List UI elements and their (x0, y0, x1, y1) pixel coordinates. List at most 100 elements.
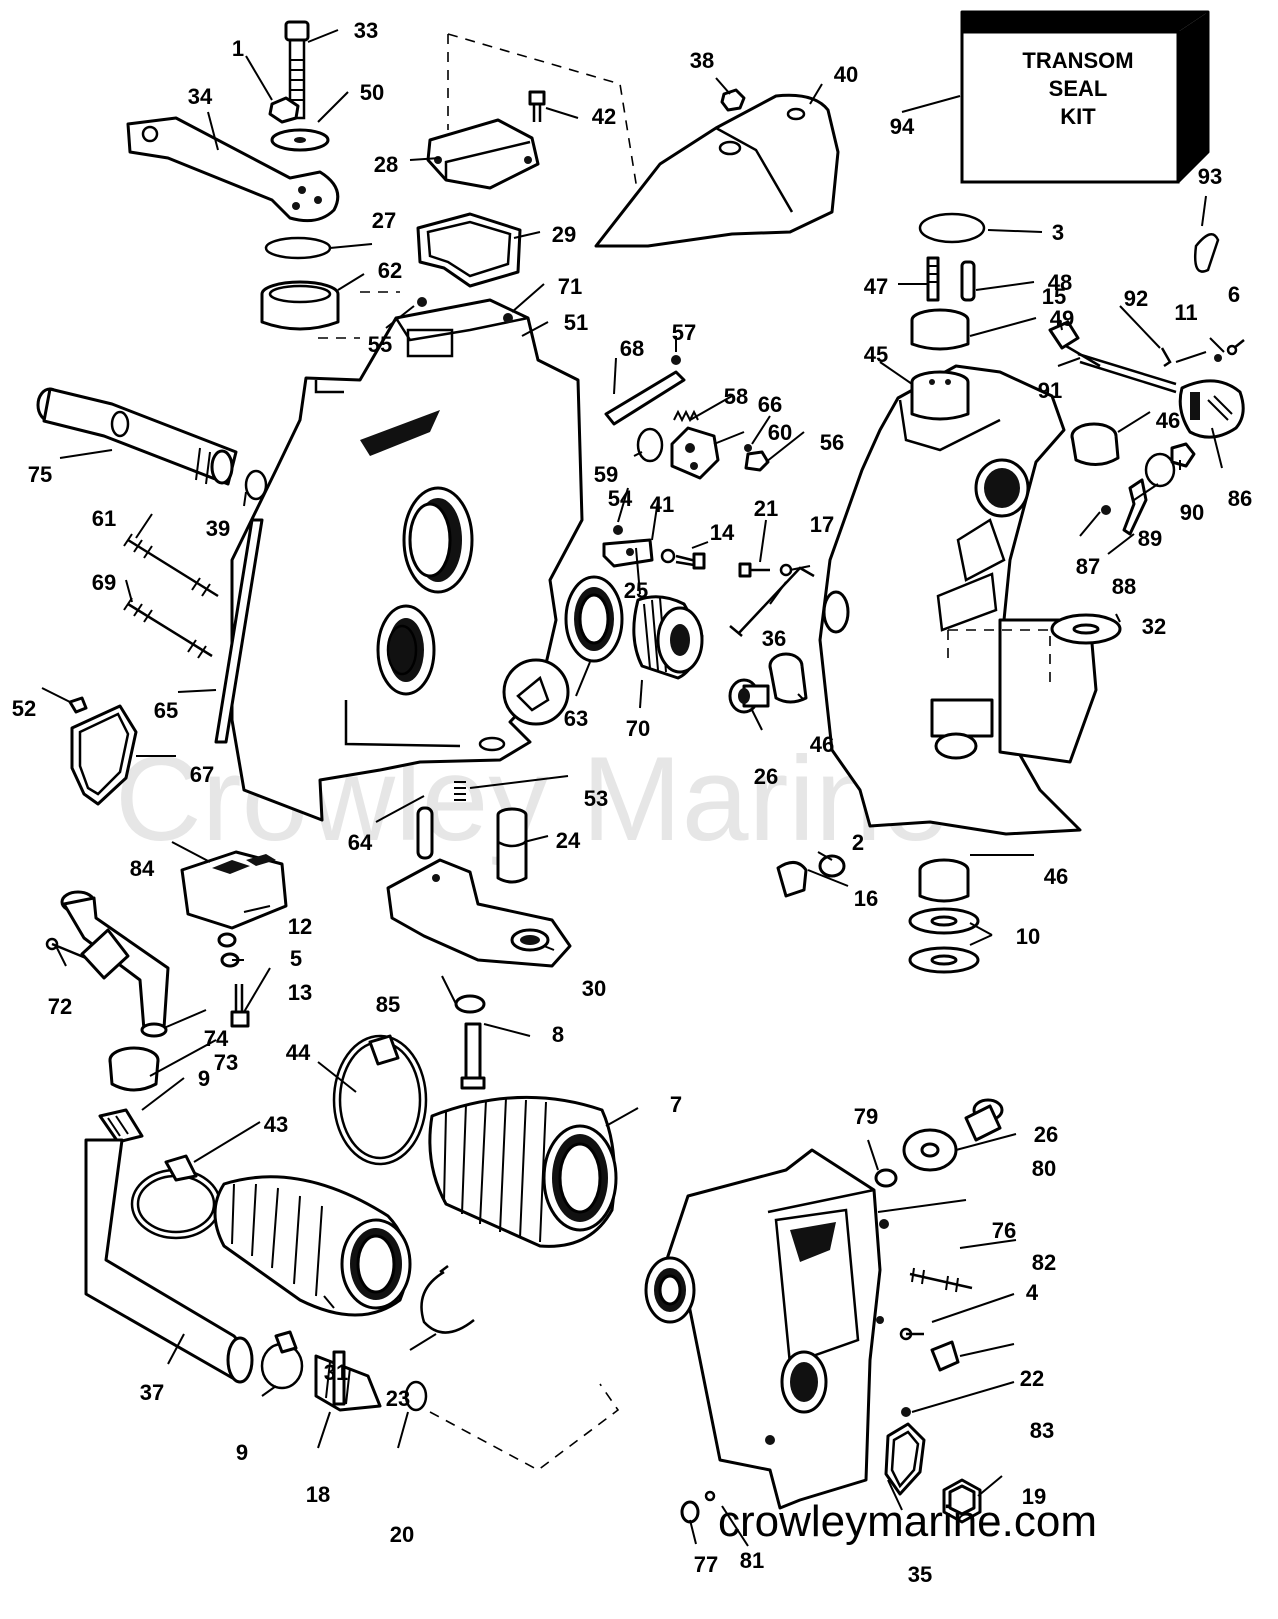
spring-53 (454, 781, 466, 801)
callout-45: 45 (864, 342, 888, 367)
wire-91 (1077, 352, 1177, 394)
shaft-68 (604, 370, 686, 426)
nut-17 (779, 563, 793, 577)
callout-22: 22 (1020, 1366, 1044, 1391)
callout-34: 34 (188, 84, 213, 109)
oring-20 (404, 1380, 428, 1412)
callout-14: 14 (710, 520, 735, 545)
callout-37: 37 (140, 1380, 164, 1405)
callout-56: 56 (820, 430, 844, 455)
callout-19: 19 (1022, 1484, 1046, 1509)
callout-36: 36 (762, 626, 786, 651)
callout-9b: 9 (236, 1440, 248, 1465)
callout-8: 8 (552, 1022, 564, 1047)
callout-1: 1 (232, 36, 244, 61)
stud-47 (926, 256, 940, 302)
elbow-74 (60, 890, 170, 1038)
callout-81: 81 (740, 1548, 764, 1573)
callout-80: 80 (1032, 1156, 1056, 1181)
bellows-7 (428, 1095, 618, 1248)
bolt-8 (460, 1022, 486, 1090)
fitting-26-lower (964, 1098, 1004, 1142)
callout-3: 3 (1052, 220, 1064, 245)
washer-79 (874, 1168, 898, 1188)
callout-75: 75 (28, 462, 52, 487)
screw-52 (68, 696, 88, 714)
fitting-26-top (728, 678, 770, 714)
callout-30: 30 (582, 976, 606, 1001)
callout-20: 20 (390, 1522, 414, 1547)
nut-90 (1170, 442, 1196, 468)
callout-26-upper: 26 (754, 764, 778, 789)
callout-46-right: 46 (1156, 408, 1180, 433)
clip-92 (1160, 347, 1172, 368)
callout-86: 86 (1228, 486, 1252, 511)
bracket-25 (602, 538, 654, 568)
grommet-73 (108, 1046, 160, 1092)
site-url-text: crowleymarine.com (718, 1497, 1097, 1546)
gimbal-housing-left (230, 298, 584, 822)
ball-81 (704, 1490, 716, 1502)
callout-58: 58 (724, 384, 748, 409)
callout-31: 31 (324, 1360, 348, 1385)
screw-42 (528, 90, 546, 122)
transom-seal-kit-box: TRANSOM SEAL KIT (960, 10, 1210, 184)
bracket-30 (386, 858, 572, 968)
callout-88: 88 (1112, 574, 1136, 599)
kit-label-line-1: TRANSOM (1022, 48, 1133, 73)
callout-79: 79 (854, 1104, 878, 1129)
callout-44: 44 (286, 1040, 311, 1065)
callout-57: 57 (672, 320, 696, 345)
washer-50 (270, 128, 330, 152)
ring-89 (1144, 452, 1176, 488)
dashed-guide-bottom (429, 1383, 620, 1471)
callout-13: 13 (288, 980, 312, 1005)
bushing-49 (910, 308, 970, 351)
shaft-75 (36, 387, 238, 486)
callout-labels: 1 2 3 4 5 6 7 8 9 9 10 11 12 13 14 15 16… (12, 18, 1252, 1587)
callout-38: 38 (690, 48, 714, 73)
callout-52: 52 (12, 696, 36, 721)
callout-4: 4 (1026, 1280, 1039, 1305)
callout-65: 65 (154, 698, 178, 723)
washer-85 (454, 994, 486, 1014)
bracket-66 (670, 426, 720, 480)
pin-48 (960, 260, 976, 302)
hose-37 (84, 1138, 254, 1384)
callout-74: 74 (204, 1026, 229, 1051)
oring-27 (264, 236, 332, 260)
washer-11 (1214, 354, 1222, 362)
nut-71 (503, 313, 513, 323)
stud-82 (909, 1267, 973, 1293)
callout-84: 84 (130, 856, 155, 881)
dashed-guide-right (947, 629, 1051, 690)
nut-56 (744, 450, 770, 472)
callout-66: 66 (758, 392, 782, 417)
callout-68: 68 (620, 336, 644, 361)
clamp-9-upper (98, 1108, 144, 1144)
callout-42: 42 (592, 104, 616, 129)
kit-label-line-2: SEAL (1049, 76, 1108, 101)
trim-sender-86 (1178, 379, 1245, 439)
bushing-46-right (1070, 422, 1120, 466)
callout-49: 49 (1050, 306, 1074, 331)
callout-59: 59 (594, 462, 618, 487)
callout-23: 23 (386, 1386, 410, 1411)
callout-17: 17 (810, 512, 834, 537)
clamp-9-lower (260, 1330, 304, 1390)
callout-77: 77 (694, 1552, 718, 1577)
gasket-67 (70, 704, 138, 806)
nut-54 (613, 525, 623, 535)
callout-5: 5 (290, 946, 302, 971)
callout-11: 11 (1174, 300, 1197, 325)
callout-70: 70 (626, 716, 650, 741)
callout-69: 69 (92, 570, 116, 595)
callout-24: 24 (556, 828, 581, 853)
callout-46-mid: 46 (810, 732, 834, 757)
callout-50: 50 (360, 80, 384, 105)
callout-55: 55 (368, 332, 392, 357)
callout-12: 12 (288, 914, 312, 939)
bushing-62 (260, 280, 340, 331)
cover-40 (594, 93, 840, 248)
